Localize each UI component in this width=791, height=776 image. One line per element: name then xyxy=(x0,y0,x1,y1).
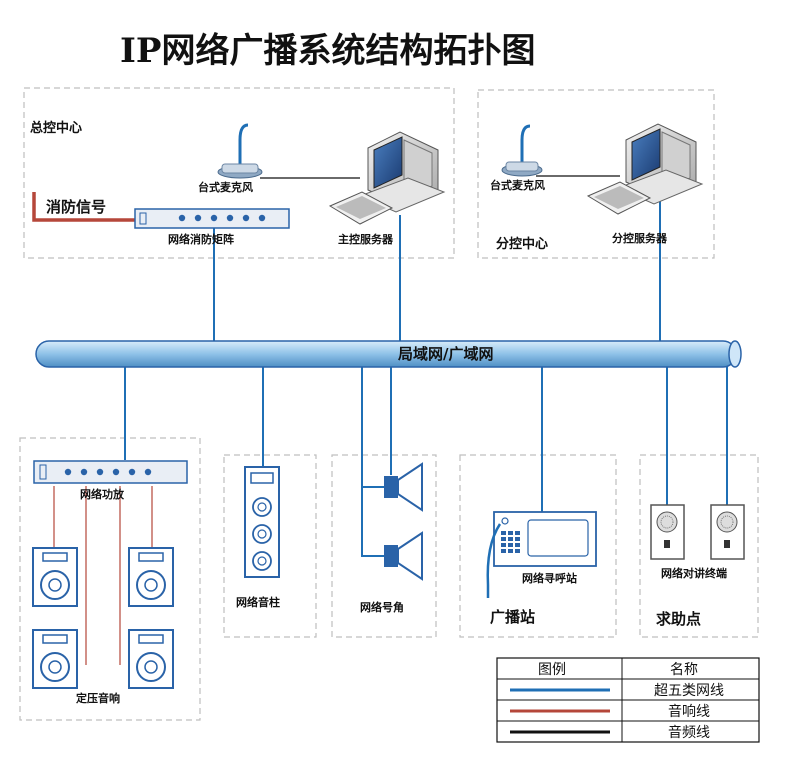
sub-mic-icon xyxy=(501,124,543,177)
group-broadcast-station xyxy=(459,454,617,638)
amplifier-label: 网络功放 xyxy=(80,487,125,501)
fire-signal-line xyxy=(32,192,135,222)
legend xyxy=(496,657,760,743)
group-amplifier xyxy=(19,437,201,721)
group-master-center xyxy=(23,87,455,259)
network-bus-label: 局域网/广域网 xyxy=(397,345,493,363)
fire-matrix-label: 网络消防矩阵 xyxy=(168,232,234,246)
fire-signal-label: 消防信号 xyxy=(46,198,106,216)
intercom-terminal-icon-1 xyxy=(650,504,685,560)
column-speaker-label: 网络音柱 xyxy=(236,595,280,609)
group-sub-center xyxy=(477,89,715,259)
amplifier-icon xyxy=(33,460,188,484)
master-server-label: 主控服务器 xyxy=(338,232,394,246)
intercom-terminal-label: 网络对讲终端 xyxy=(661,566,727,580)
master-center-label: 总控中心 xyxy=(30,120,82,136)
paging-station-icon xyxy=(486,511,597,598)
horn-icon-2 xyxy=(384,531,423,581)
master-server-icon xyxy=(328,131,446,225)
help-point-label: 求助点 xyxy=(656,610,701,628)
master-mic-label: 台式麦克风 xyxy=(198,180,253,194)
sub-center-label: 分控中心 xyxy=(496,236,548,252)
speaker-icon-4 xyxy=(128,629,174,689)
legend-item-audio-cable: 音频线 xyxy=(668,724,710,741)
speaker-icon-2 xyxy=(128,547,174,607)
master-mic-icon xyxy=(217,123,263,179)
sub-server-icon xyxy=(586,123,704,215)
paging-station-label: 网络寻呼站 xyxy=(522,571,577,585)
legend-header-name: 名称 xyxy=(670,662,698,678)
intercom-terminal-icon-2 xyxy=(710,504,745,560)
legend-header-symbol: 图例 xyxy=(538,662,566,678)
sub-server-label: 分控服务器 xyxy=(612,231,668,245)
horn-label: 网络号角 xyxy=(360,600,404,614)
cable-bus-to-horn-1 xyxy=(361,366,392,488)
network-bus xyxy=(35,340,742,368)
diagram-title: IP网络广播系统结构拓扑图 xyxy=(120,31,535,71)
legend-item-speaker-cable: 音响线 xyxy=(668,703,710,720)
constant-voltage-speakers-label: 定压音响 xyxy=(76,691,120,705)
horn-icon-1 xyxy=(384,462,423,512)
sub-mic-label: 台式麦克风 xyxy=(490,178,545,192)
legend-item-network-cable: 超五类网线 xyxy=(654,683,724,699)
speaker-icon-3 xyxy=(32,629,78,689)
group-horn xyxy=(331,454,437,638)
speaker-icon-1 xyxy=(32,547,78,607)
fire-matrix-icon xyxy=(134,208,290,229)
group-column-speaker xyxy=(223,454,317,638)
cable-bus-to-horn-2 xyxy=(361,487,392,557)
broadcast-station-label: 广播站 xyxy=(490,608,535,626)
column-speaker-icon xyxy=(244,466,280,578)
